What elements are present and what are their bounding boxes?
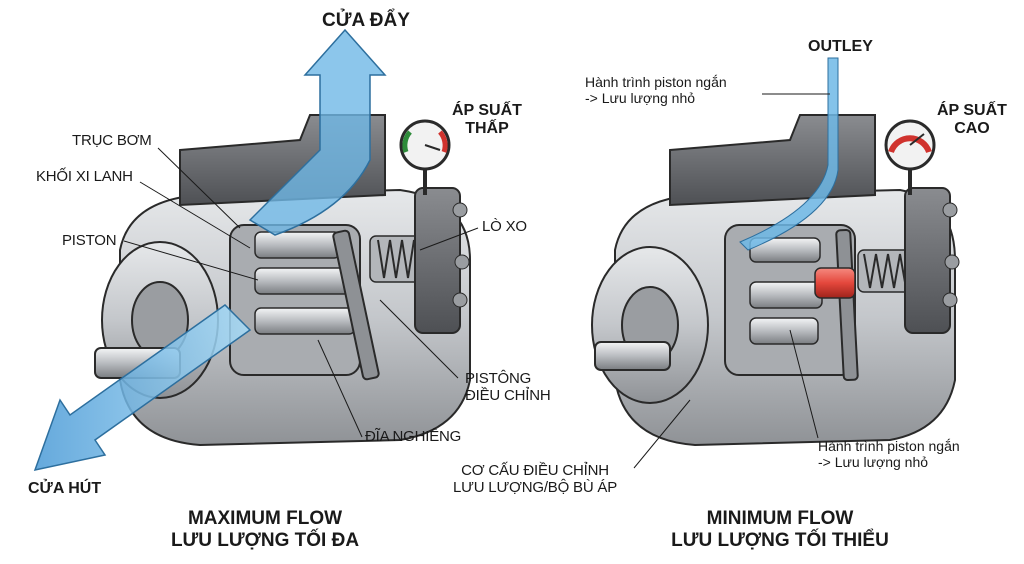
right-high-pressure-gauge-icon [884, 119, 936, 195]
left-control-piston-line1: PISTÔNG [465, 370, 532, 387]
right-compensator-label: CƠ CẤU ĐIỀU CHỈNH LƯU LƯỢNG/BỘ BÙ ÁP [420, 462, 650, 497]
left-piston-2 [254, 267, 351, 295]
left-outlet-flow [248, 28, 387, 236]
left-piston-1 [254, 231, 341, 259]
right-stroke-note-bottom-line1: Hành trình piston ngắn [818, 438, 960, 454]
right-top-housing [669, 114, 876, 207]
left-swashplate-label: ĐĨA NGHIÊNG [365, 428, 462, 445]
left-caption: MAXIMUM FLOW LƯU LƯỢNG TỐI ĐA [165, 508, 365, 552]
right-stroke-note-top-line1: Hành trình piston ngắn [585, 74, 727, 90]
right-stroke-note-bottom: Hành trình piston ngắn -> Lưu lượng nhỏ [818, 438, 960, 470]
left-piston-label: PISTON [62, 232, 117, 249]
left-leader-lines [123, 147, 479, 438]
right-caption: MINIMUM FLOW LƯU LƯỢNG TỐI THIỂU [660, 508, 900, 552]
left-gauge-label: ÁP SUẤT THẤP [452, 102, 522, 139]
right-gauge-label-line1: ÁP SUẤT [937, 102, 1007, 119]
left-gauge-label-line2: THẤP [465, 120, 509, 138]
right-leader-lines [633, 93, 830, 469]
right-piston-2 [749, 281, 823, 309]
left-control-piston-label: PISTÔNG ĐIỀU CHỈNH [465, 370, 551, 405]
right-gauge-label-line2: CAO [954, 120, 990, 138]
right-piston-3 [749, 317, 819, 345]
left-pump [33, 28, 479, 472]
right-pump [591, 57, 960, 469]
right-stroke-note-top: Hành trình piston ngắn -> Lưu lượng nhỏ [585, 74, 727, 106]
right-compensator-line1: CƠ CẤU ĐIỀU CHỈNH [461, 462, 609, 479]
left-swashplate [332, 229, 380, 381]
left-spring-label: LÒ XO [482, 218, 527, 235]
right-outlet-flow [739, 57, 839, 251]
left-outlet-label: CỬA ĐẨY [322, 10, 410, 31]
right-piston-1 [749, 237, 821, 263]
left-piston-3 [254, 307, 356, 335]
left-caption-line1: MAXIMUM FLOW [187, 508, 343, 529]
right-compensator-line2: LƯU LƯỢNG/BỘ BÙ ÁP [452, 479, 618, 497]
right-stroke-note-top-line2: -> Lưu lượng nhỏ [585, 90, 696, 107]
right-compensator-sleeve [814, 267, 856, 299]
left-control-piston-line2: ĐIỀU CHỈNH [465, 387, 551, 405]
right-outlet-label: OUTLEY [808, 38, 873, 55]
left-low-pressure-gauge-icon [399, 119, 451, 195]
left-gauge-label-line1: ÁP SUẤT [452, 102, 522, 119]
left-inlet-flow [33, 304, 252, 472]
right-caption-line1: MINIMUM FLOW [706, 508, 854, 529]
left-inlet-label: CỬA HÚT [28, 480, 102, 497]
right-gauge-label: ÁP SUẤT CAO [937, 102, 1007, 139]
left-caption-line2: LƯU LƯỢNG TỐI ĐA [170, 529, 360, 551]
left-cylinder-label: KHỐI XI LANH [36, 168, 133, 185]
right-caption-line2: LƯU LƯỢNG TỐI THIỂU [671, 529, 889, 551]
right-stroke-note-bottom-line2: -> Lưu lượng nhỏ [818, 454, 929, 471]
right-shaft [594, 341, 671, 371]
left-shaft-label: TRỤC BƠM [72, 132, 152, 149]
